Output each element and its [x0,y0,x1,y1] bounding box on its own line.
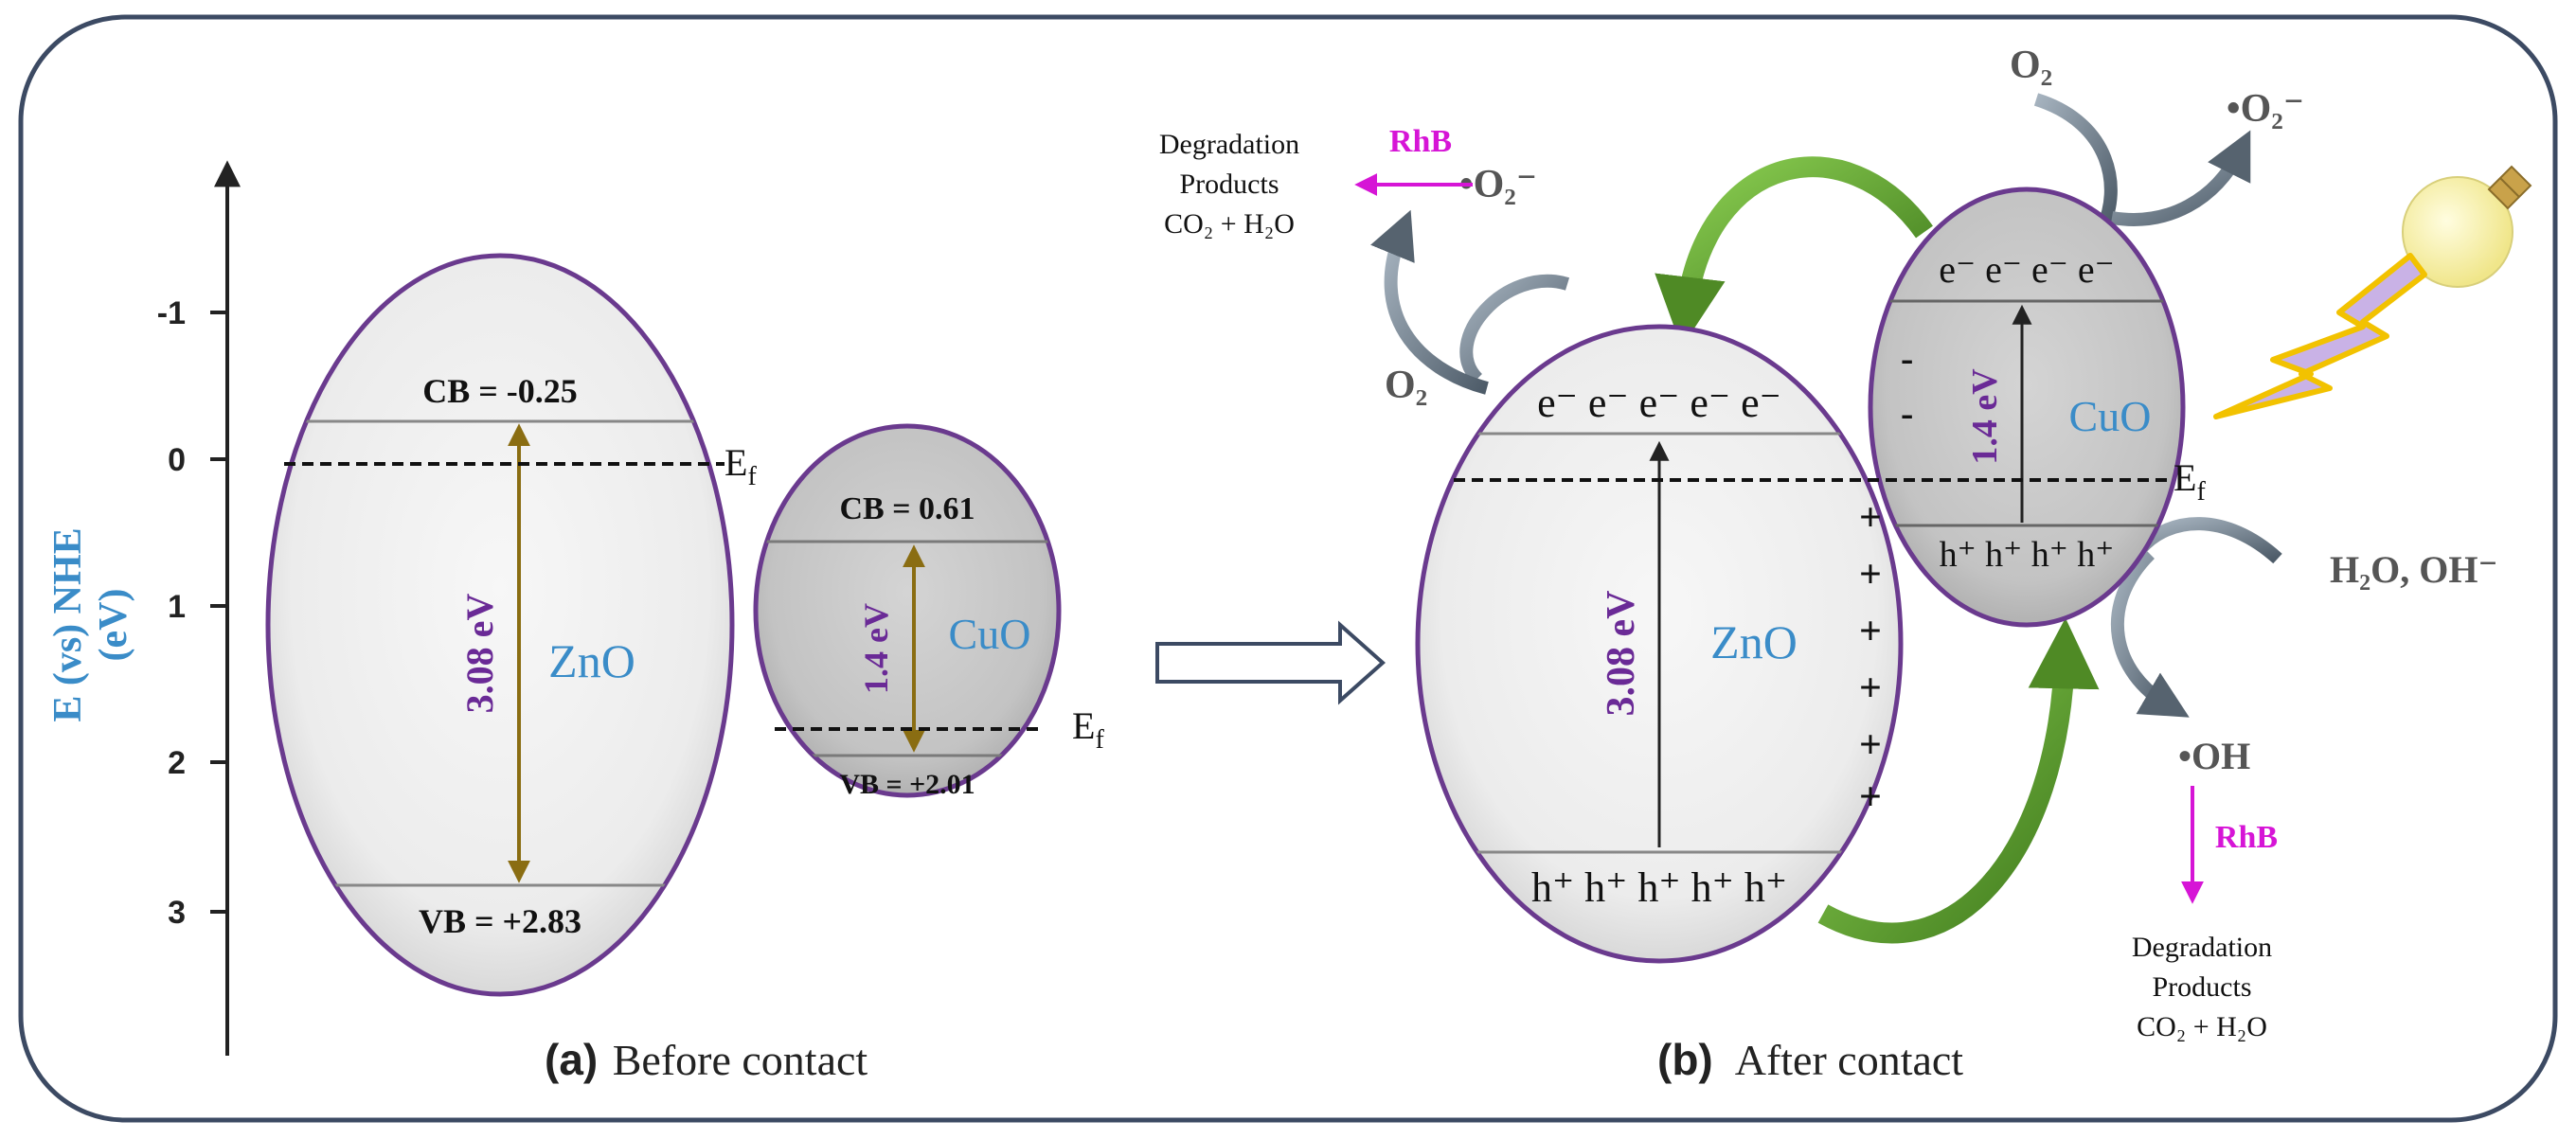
plus-sign: + [1859,723,1882,767]
o2-left-label: O₂ [1385,364,1427,407]
tick-label: 0 [168,442,186,478]
tick-label: 1 [168,589,186,625]
zno-gap-label: 3.08 eV [458,594,501,714]
after-fermi-label: Ef [2174,456,2206,507]
axis-ticks [210,311,227,914]
superoxide-right-label: •O₂⁻ [2227,87,2304,131]
positive-charges: + + + + + + [1859,496,1882,819]
zno-ellipse [265,253,735,997]
light-bulb-icon [2402,165,2532,288]
zno-vb-label: VB = +2.83 [419,902,581,940]
gray-arrow-o2-left [1459,274,1570,383]
axis: -1 0 1 2 3 E (vs) NHE (eV) [46,160,241,1056]
degradation-line: CO₂ + H₂O [1164,208,1295,240]
degradation-top: Degradation Products CO₂ + H₂O [1159,129,1299,240]
cuo-after-gap-label: 1.4 eV [1965,368,2005,465]
plus-sign: + [1859,667,1882,710]
rhb-bottom-label: RhB [2215,820,2278,855]
tick-label: -1 [157,295,186,331]
lightning-bolt-icon [2213,253,2427,419]
cuo-after-name: CuO [2069,392,2152,440]
degradation-bottom: Degradation Products CO₂ + H₂O [2132,932,2272,1042]
cuo-after-holes: h⁺ h⁺ h⁺ h⁺ [1940,535,2115,575]
degradation-line: Degradation [2132,932,2272,963]
degradation-line: Products [2153,971,2252,1003]
zno-name: ZnO [548,634,635,687]
minus-sign: - [1901,337,1913,380]
plus-sign: + [1859,553,1882,596]
cuo-vb-label: VB = +2.01 [839,769,975,800]
caption-b: (b) After contact [1657,1035,1963,1084]
plus-sign: + [1859,610,1882,653]
cuo-name: CuO [949,610,1031,658]
tick-label: 3 [168,895,186,931]
gray-arrow-to-hydroxyl [2111,549,2190,718]
zno-fermi-label: Ef [724,441,757,491]
degradation-line: CO₂ + H₂O [2137,1011,2267,1042]
cuo-after: e⁻ e⁻ e⁻ e⁻ h⁺ h⁺ h⁺ h⁺ 1.4 eV CuO - - [1868,187,2186,628]
axis-label-line2: (eV) [92,589,135,662]
green-electron-arrow [1655,156,1933,348]
zno-cb-label: CB = -0.25 [422,372,578,410]
zno-after-electrons: e⁻ e⁻ e⁻ e⁻ e⁻ [1537,380,1781,426]
cuo-fermi-label: Ef [1072,704,1104,755]
zno-after-holes: h⁺ h⁺ h⁺ h⁺ h⁺ [1531,864,1787,911]
degradation-line: Products [1180,169,1279,200]
cuo-after-ellipse [1868,187,2186,628]
rhb-top-label: RhB [1389,124,1452,159]
gray-arrow-o2-top [2033,93,2118,231]
degradation-line: Degradation [1159,129,1299,160]
zno-after-name: ZnO [1710,615,1798,668]
hydroxyl-label: •OH [2178,735,2250,777]
zno-after-gap-label: 3.08 eV [1600,591,1643,717]
zno-after: e⁻ e⁻ e⁻ e⁻ e⁻ h⁺ h⁺ h⁺ h⁺ h⁺ 3.08 eV Zn… [1415,324,1904,964]
o2-top-label: O₂ [2010,44,2052,87]
cuo-cb-label: CB = 0.61 [839,491,975,526]
plus-sign: + [1859,496,1882,540]
plus-sign: + [1859,775,1882,819]
tick-label: 2 [168,745,186,781]
cuo-after-electrons: e⁻ e⁻ e⁻ e⁻ [1939,248,2114,291]
gray-arrow-o2-left-to-superoxide [1370,209,1489,395]
minus-sign: - [1901,392,1913,435]
cuo-gap-label: 1.4 eV [857,603,895,694]
gray-arrow-top-to-superoxide [2110,130,2251,226]
transition-arrow [1155,620,1386,705]
green-hole-arrow [1817,617,2100,944]
caption-a: (a) Before contact [545,1035,868,1084]
water-label: H₂O, OH⁻ [2330,548,2498,591]
cuo-before: CB = 0.61 VB = +2.01 1.4 eV CuO [753,423,1062,800]
axis-label-line1: E (vs) NHE [46,527,90,721]
